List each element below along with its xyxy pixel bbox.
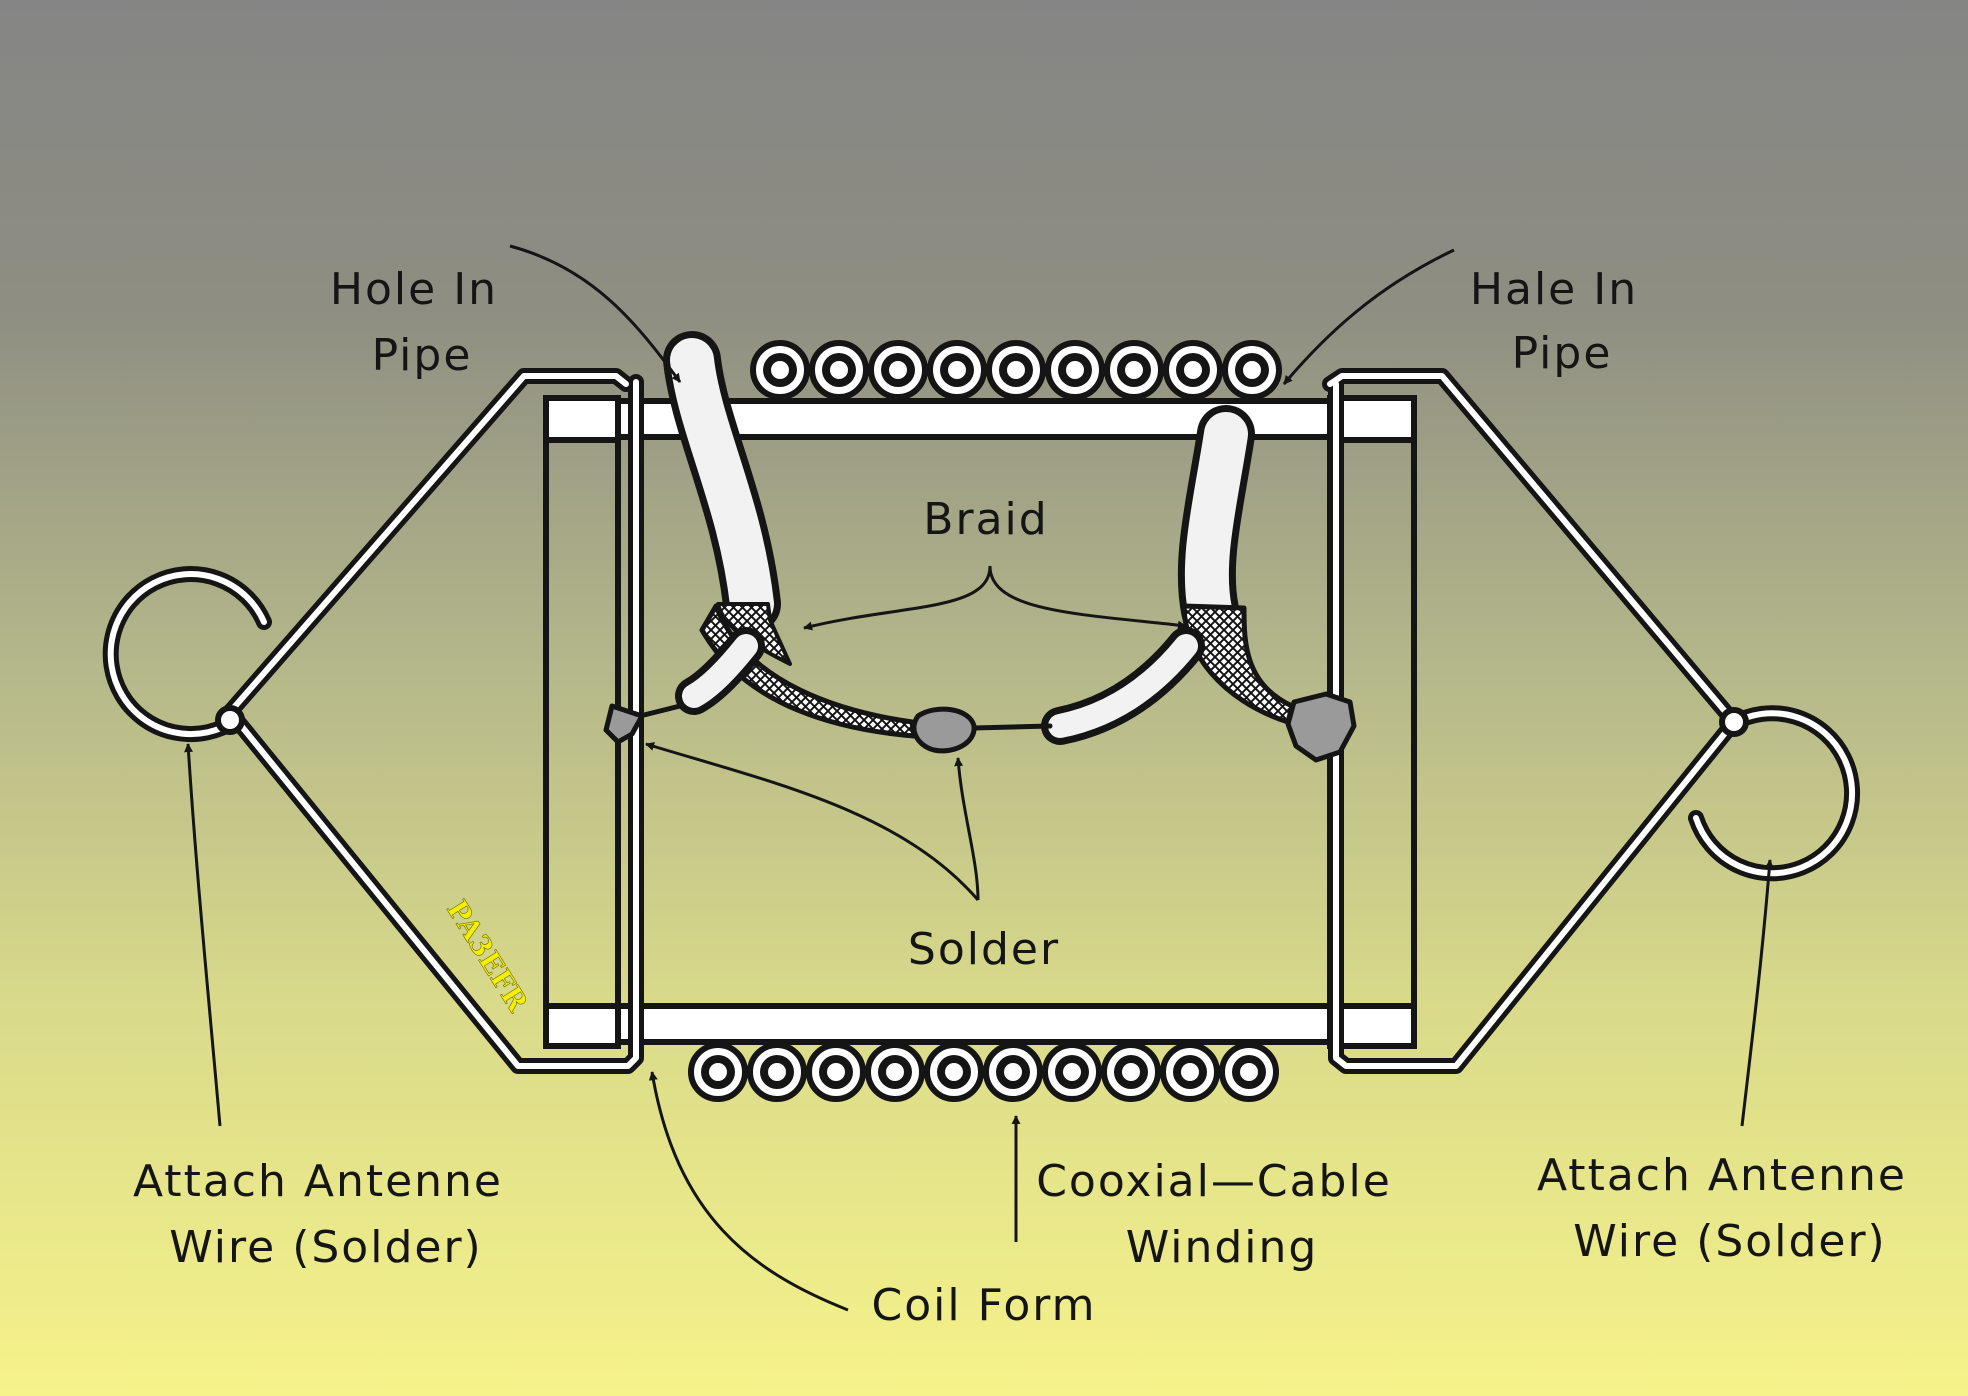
left-wire-bracket: [222, 368, 644, 1074]
label-hole-right: Hale In Pipe: [1470, 264, 1654, 379]
arrow-solder-center: [954, 757, 980, 901]
solder-right: [1285, 691, 1357, 763]
coax-turn-core: [889, 361, 907, 379]
arrow-braid-right: [988, 565, 1187, 630]
arrow-braid-left: [803, 565, 992, 631]
coax-turn-core: [830, 361, 848, 379]
label-braid: Braid: [923, 494, 1048, 545]
arrow-hole-left: [509, 244, 682, 383]
coax-turn-core: [1122, 1063, 1140, 1081]
coax-turn-core: [827, 1063, 845, 1081]
coax-turn-core: [709, 1063, 727, 1081]
label-coax-winding: Cooxial—Cable Winding: [1036, 1156, 1408, 1273]
arrow-coil-form: [648, 1071, 849, 1312]
left-cable-end: [637, 331, 917, 739]
arrow-attach-right: [1740, 859, 1774, 1127]
coax-turn-core: [1125, 361, 1143, 379]
coax-turn-core: [768, 1063, 786, 1081]
right-cable-end: [971, 405, 1295, 745]
label-attach-left: Attach Antenne Wire (Solder): [133, 1156, 519, 1273]
coax-winding-top: [750, 340, 1282, 400]
coax-turn-core: [1240, 1063, 1258, 1081]
coax-turn-core: [886, 1063, 904, 1081]
coax-turn-core: [1066, 361, 1084, 379]
solder-left: [603, 703, 645, 745]
label-attach-right: Attach Antenne Wire (Solder): [1537, 1150, 1923, 1267]
coax-turn-core: [1063, 1063, 1081, 1081]
solder-center: [911, 706, 977, 754]
label-solder: Solder: [908, 924, 1060, 975]
right-wire-bracket: [1322, 368, 1742, 1074]
coax-winding-bottom: [688, 1042, 1279, 1102]
coax-turn-core: [1004, 1063, 1022, 1081]
coax-turn-core: [1007, 361, 1025, 379]
coax-turn-core: [945, 1063, 963, 1081]
solder-joints: [603, 691, 1357, 763]
left-hook: [102, 566, 272, 742]
coax-turn-core: [1243, 361, 1261, 379]
coax-turn-core: [948, 361, 966, 379]
coax-turn-core: [771, 361, 789, 379]
arrow-attach-left: [184, 743, 222, 1127]
callout-arrows: [184, 244, 1774, 1312]
arrow-hole-right: [1282, 248, 1455, 385]
label-coil-form: Coil Form: [872, 1280, 1097, 1331]
arrow-solder-left: [645, 742, 980, 901]
right-hook: [1688, 705, 1861, 882]
coax-turn-core: [1181, 1063, 1199, 1081]
coax-turn-core: [1184, 361, 1202, 379]
coil-form: [543, 395, 1417, 1049]
labels: Hole In Pipe Hale In Pipe Braid Solder A…: [133, 264, 1923, 1331]
label-hole-left: Hole In Pipe: [330, 264, 514, 381]
